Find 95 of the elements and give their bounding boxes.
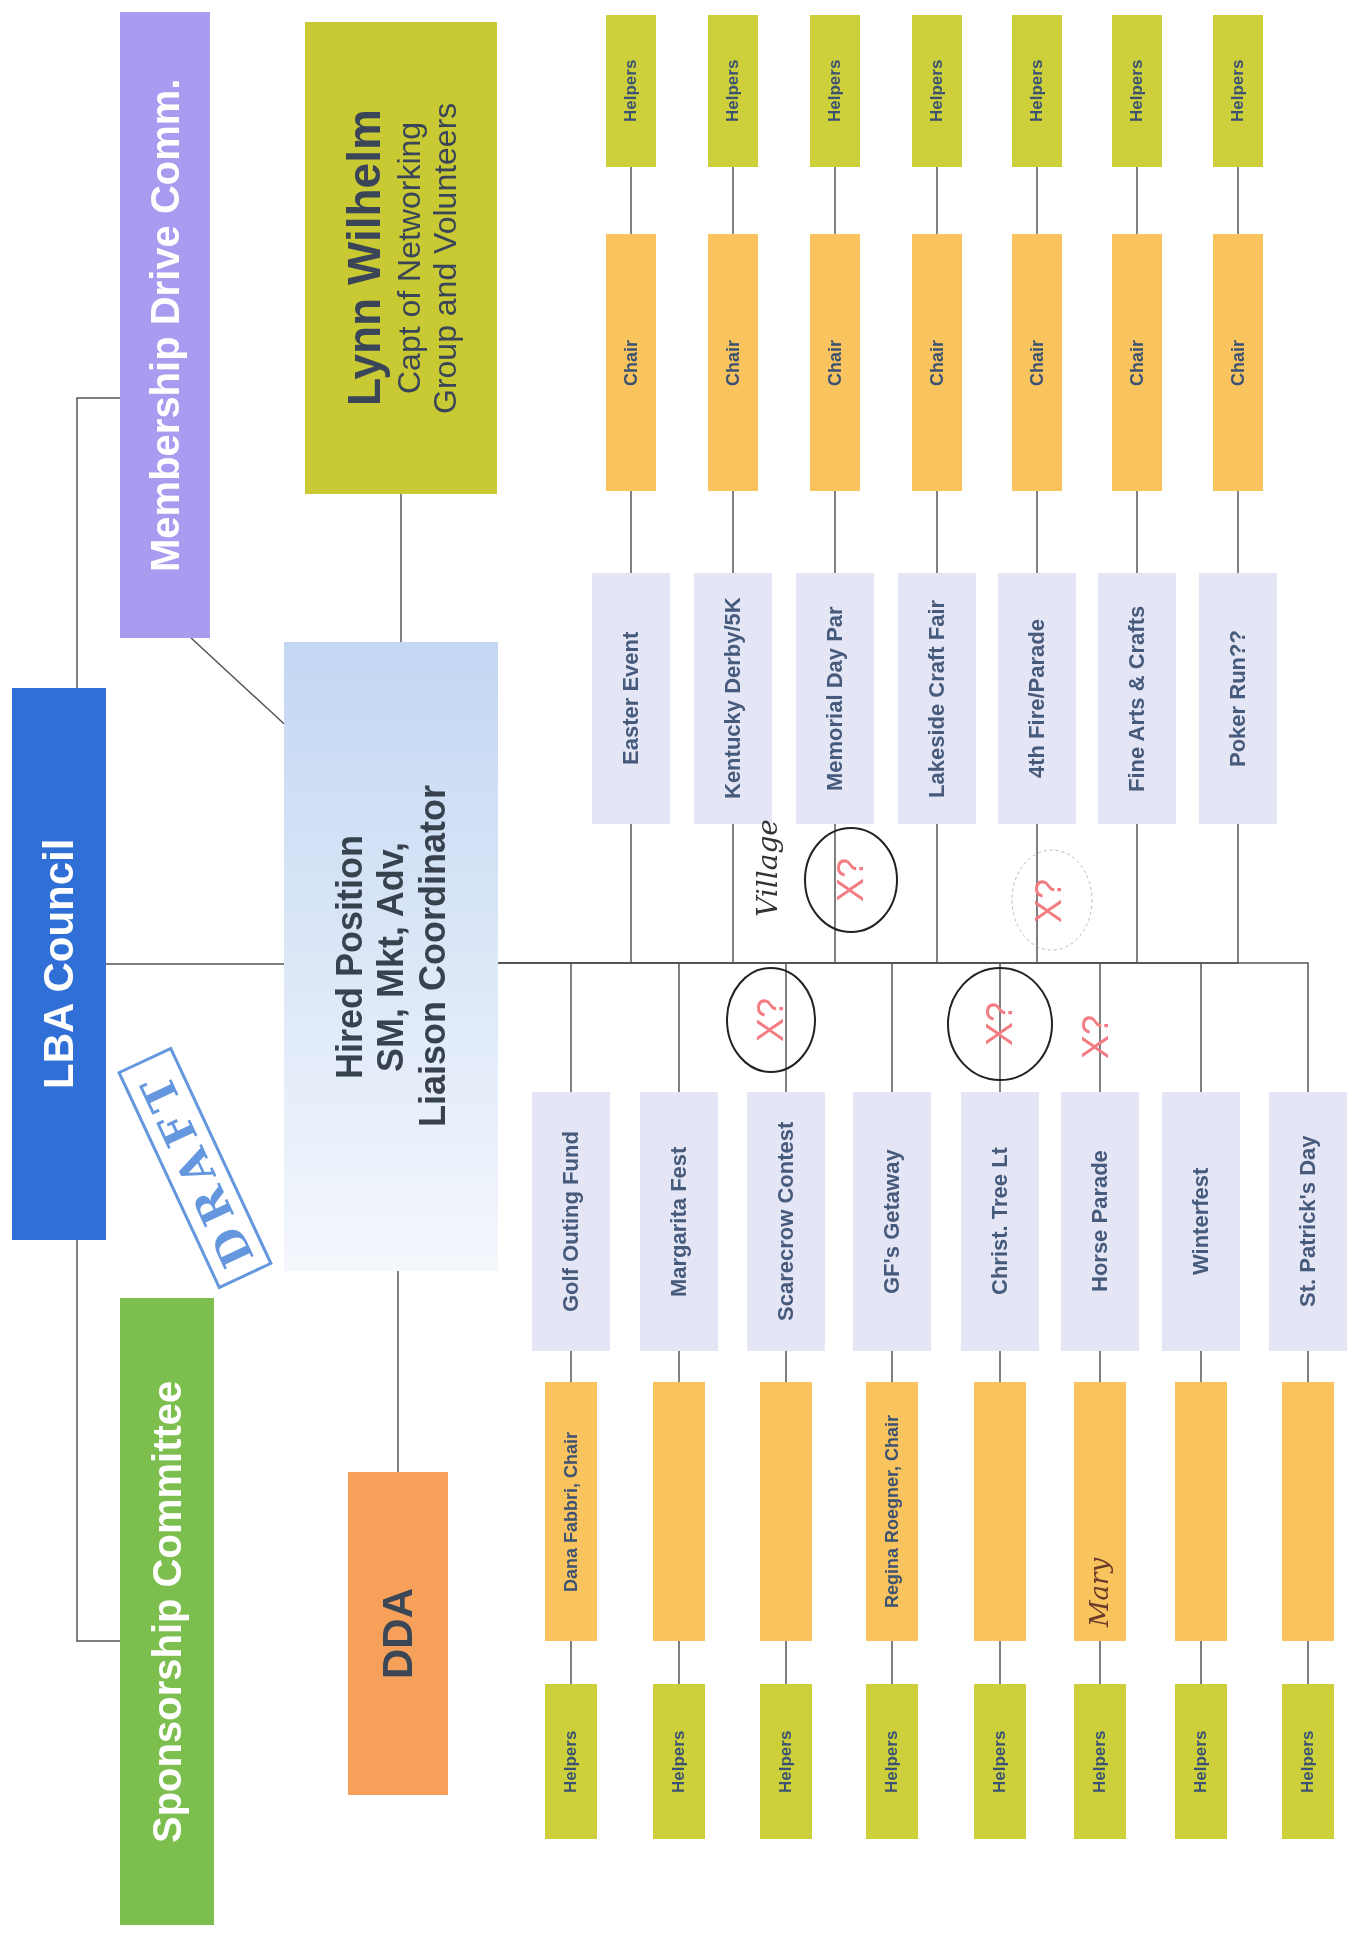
connector-line: [1200, 1350, 1202, 1383]
connector-line: [999, 1350, 1001, 1383]
connector-line: [397, 1270, 399, 1473]
helpers-box: Helpers: [1012, 15, 1062, 167]
connector-line: [1099, 1350, 1101, 1383]
connector-line: [785, 1640, 787, 1685]
connector-line: [630, 166, 632, 235]
chair-box: [974, 1382, 1026, 1641]
connector-line: [1136, 166, 1138, 235]
event-box: Winterfest: [1162, 1092, 1240, 1351]
chair-box: Mary: [1074, 1382, 1126, 1641]
helpers-box: Helpers: [974, 1684, 1026, 1839]
committee-box: Sponsorship Committee: [120, 1298, 214, 1925]
event-box: Horse Parade: [1061, 1092, 1139, 1351]
chair-box: Chair: [912, 234, 962, 491]
event-box: Scarecrow Contest: [747, 1092, 825, 1351]
committee-box: Membership Drive Comm.: [120, 12, 210, 638]
connector-line: [76, 1239, 121, 1642]
chair-box: Dana Fabbri, Chair: [545, 1382, 597, 1641]
connector-line: [1036, 490, 1038, 574]
position-duties: SM, Mkt, Adv, Liaison Coordinator: [370, 784, 454, 1130]
chair-box: Chair: [1012, 234, 1062, 491]
chair-box: Chair: [606, 234, 656, 491]
connector-line: [785, 1350, 787, 1383]
connector-line: [732, 166, 734, 235]
chair-box: Chair: [708, 234, 758, 491]
helpers-box: Helpers: [653, 1684, 705, 1839]
connector-line: [999, 1640, 1001, 1685]
connector-line: [400, 493, 402, 643]
connector-line: [936, 490, 938, 574]
event-box: St. Patrick's Day: [1269, 1092, 1347, 1351]
connector-line: [1237, 490, 1239, 574]
helpers-box: Helpers: [912, 15, 962, 167]
connector-line: [570, 1350, 572, 1383]
connector-line: [1307, 1640, 1309, 1685]
connector-line: [936, 166, 938, 235]
person-box: [305, 22, 497, 494]
helpers-box: Helpers: [1112, 15, 1162, 167]
handwritten-note: X?: [1078, 1015, 1114, 1059]
connector-line: [76, 397, 121, 689]
connector-line: [570, 1640, 572, 1685]
chair-box: [1282, 1382, 1334, 1641]
chair-box: [653, 1382, 705, 1641]
chair-box: Chair: [1112, 234, 1162, 491]
connector-line: [1036, 166, 1038, 235]
helpers-box: Helpers: [1282, 1684, 1334, 1839]
helpers-box: Helpers: [1213, 15, 1263, 167]
helpers-box: Helpers: [760, 1684, 812, 1839]
connector-line: [190, 637, 285, 725]
helpers-box: Helpers: [1175, 1684, 1227, 1839]
chair-box: Regina Roegner, Chair: [866, 1382, 918, 1641]
position-box: [284, 642, 498, 1271]
connector-line: [834, 166, 836, 235]
organization-box: DDA: [348, 1472, 448, 1795]
chair-box: [1175, 1382, 1227, 1641]
handwritten-note: X?: [753, 998, 789, 1042]
event-box: GF's Getaway: [853, 1092, 931, 1351]
event-box: Christ. Tree Lt: [961, 1092, 1039, 1351]
handwritten-note: X?: [833, 858, 869, 902]
connector-line: [1237, 166, 1239, 235]
event-box: Easter Event: [592, 573, 670, 824]
helpers-box: Helpers: [1074, 1684, 1126, 1839]
position-title: Hired Position: [328, 834, 371, 1079]
council-box: LBA Council: [12, 688, 106, 1240]
connector-line: [891, 1640, 893, 1685]
connector-line: [891, 1350, 893, 1383]
event-box: Golf Outing Fund: [532, 1092, 610, 1351]
connector-line: [732, 490, 734, 574]
connector-line: [834, 490, 836, 574]
event-box: Lakeside Craft Fair: [898, 573, 976, 824]
job-title: Capt of Networking Group and Volunteers: [390, 101, 465, 416]
connector-line: [678, 1640, 680, 1685]
helpers-box: Helpers: [866, 1684, 918, 1839]
helpers-box: Helpers: [708, 15, 758, 167]
connector-line: [630, 490, 632, 574]
connector-line: [1200, 1640, 1202, 1685]
chair-box: Chair: [1213, 234, 1263, 491]
connector-line: [1307, 1350, 1309, 1383]
handwritten-note: X?: [1031, 879, 1067, 923]
event-box: 4th Fire/Parade: [998, 573, 1076, 824]
event-box: Fine Arts & Crafts: [1098, 573, 1176, 824]
chair-box: [760, 1382, 812, 1641]
event-box: Poker Run??: [1199, 573, 1277, 824]
person-name: Lynn Wilhelm: [337, 109, 391, 407]
connector-line: [678, 1350, 680, 1383]
event-box: Memorial Day Par: [796, 573, 874, 824]
helpers-box: Helpers: [545, 1684, 597, 1839]
handwritten-note: X?: [982, 1002, 1018, 1046]
connector-line: [1136, 490, 1138, 574]
helpers-box: Helpers: [810, 15, 860, 167]
helpers-box: Helpers: [606, 15, 656, 167]
event-box: Margarita Fest: [640, 1092, 718, 1351]
connector-line: [1099, 1640, 1101, 1685]
connector-line: [105, 963, 285, 965]
chair-box: Chair: [810, 234, 860, 491]
